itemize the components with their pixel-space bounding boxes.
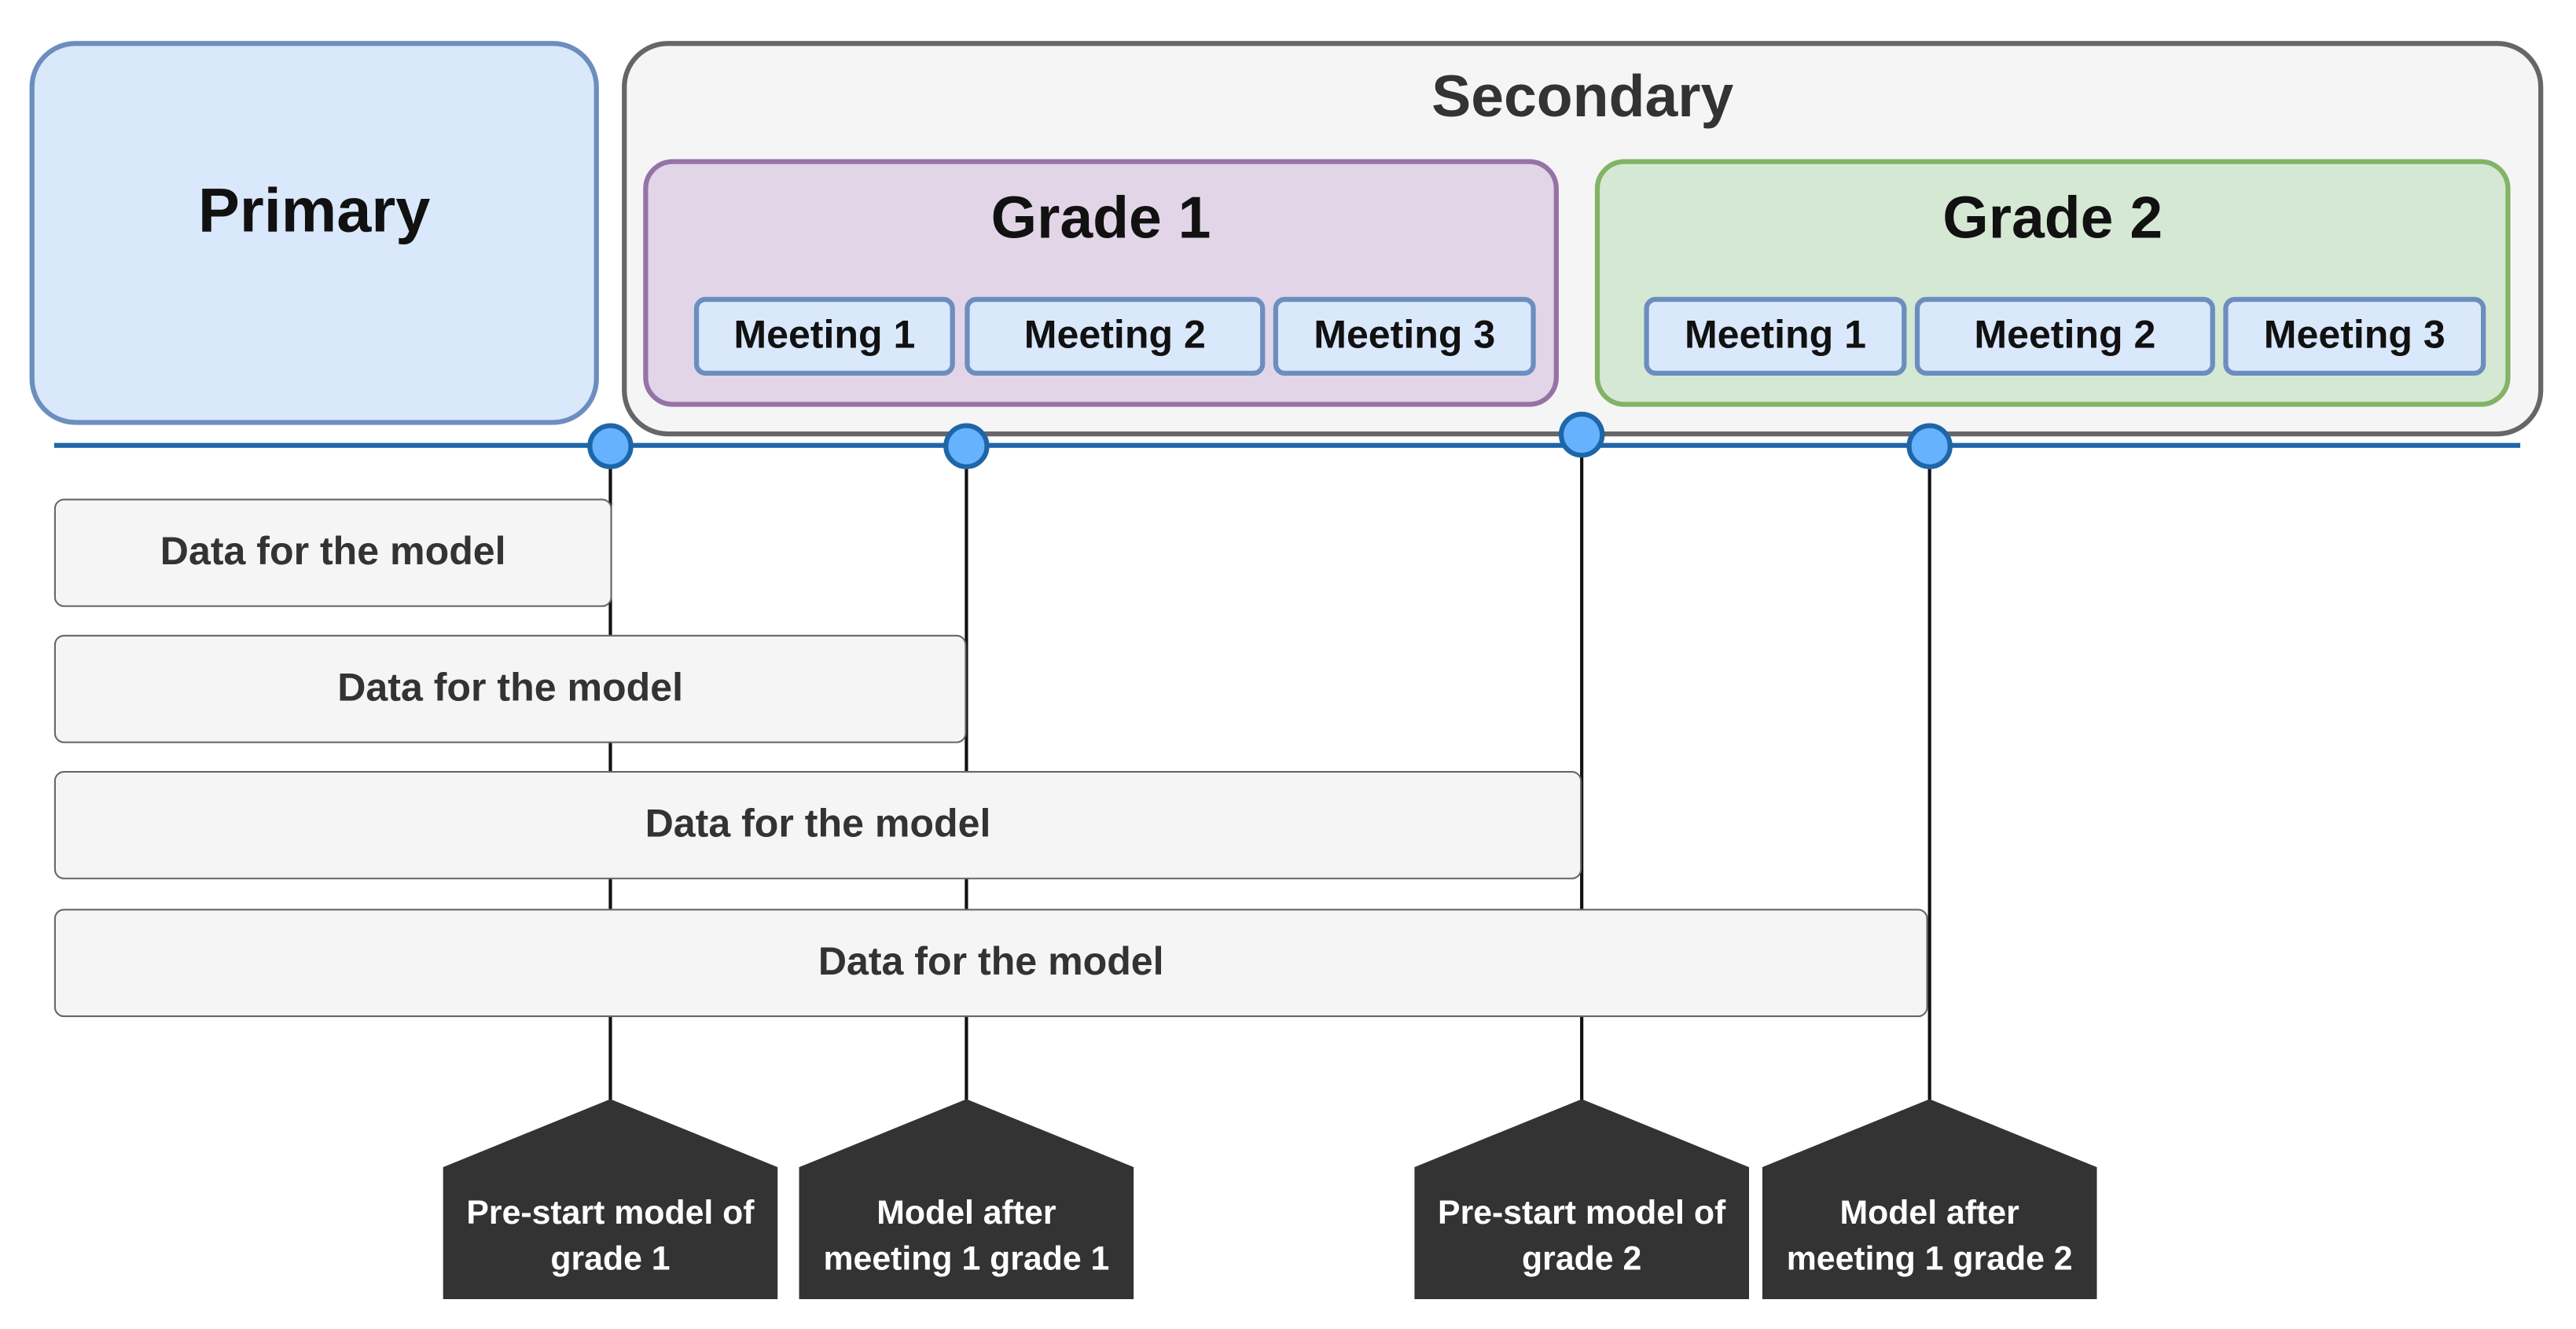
secondary-label: Secondary	[1431, 62, 1734, 130]
data-bar-1: Data for the model	[53, 498, 612, 608]
model-tag-4: Model after meeting 1 grade 2	[1762, 1099, 2097, 1300]
grade-2-meeting-2: Meeting 2	[1914, 296, 2215, 376]
model-tag-4-line1: Model after	[1839, 1194, 2019, 1232]
milestone-line-4	[1927, 446, 1931, 1103]
model-tag-4-line2: meeting 1 grade 2	[1786, 1239, 2073, 1279]
grade-1-meeting-3: Meeting 3	[1273, 296, 1536, 376]
milestone-dot-1	[587, 423, 634, 469]
model-tag-3: Pre-start model of grade 2	[1414, 1099, 1750, 1300]
data-bar-4: Data for the model	[53, 909, 1928, 1018]
grade-1-meeting-1: Meeting 1	[693, 296, 955, 376]
model-tag-2-line2: meeting 1 grade 1	[823, 1239, 1110, 1279]
milestone-dot-3	[1558, 411, 1605, 458]
grade-2-label: Grade 2	[1942, 183, 2163, 251]
grade-2-meeting-3: Meeting 3	[2223, 296, 2486, 376]
model-tag-1-line2: grade 1	[550, 1239, 671, 1279]
grade-1-meeting-2: Meeting 2	[965, 296, 1266, 376]
model-tag-2-line1: Model after	[876, 1194, 1056, 1232]
model-tag-1: Pre-start model of grade 1	[443, 1099, 778, 1300]
data-bar-3: Data for the model	[53, 771, 1582, 879]
timeline-axis	[53, 442, 2521, 448]
model-tag-1-line1: Pre-start model of	[466, 1194, 755, 1232]
milestone-line-3	[1580, 435, 1584, 1103]
milestone-dot-4	[1906, 423, 1953, 469]
model-tag-2: Model after meeting 1 grade 1	[799, 1099, 1134, 1300]
milestone-dot-2	[943, 423, 990, 469]
grade-2-meeting-1: Meeting 1	[1644, 296, 1907, 376]
data-bar-2: Data for the model	[53, 634, 967, 743]
primary-label: Primary	[197, 177, 431, 247]
model-tag-3-line2: grade 2	[1522, 1239, 1642, 1279]
primary-phase-box: Primary	[29, 41, 599, 425]
grade-1-label: Grade 1	[990, 183, 1211, 251]
model-tag-3-line1: Pre-start model of	[1438, 1194, 1726, 1232]
